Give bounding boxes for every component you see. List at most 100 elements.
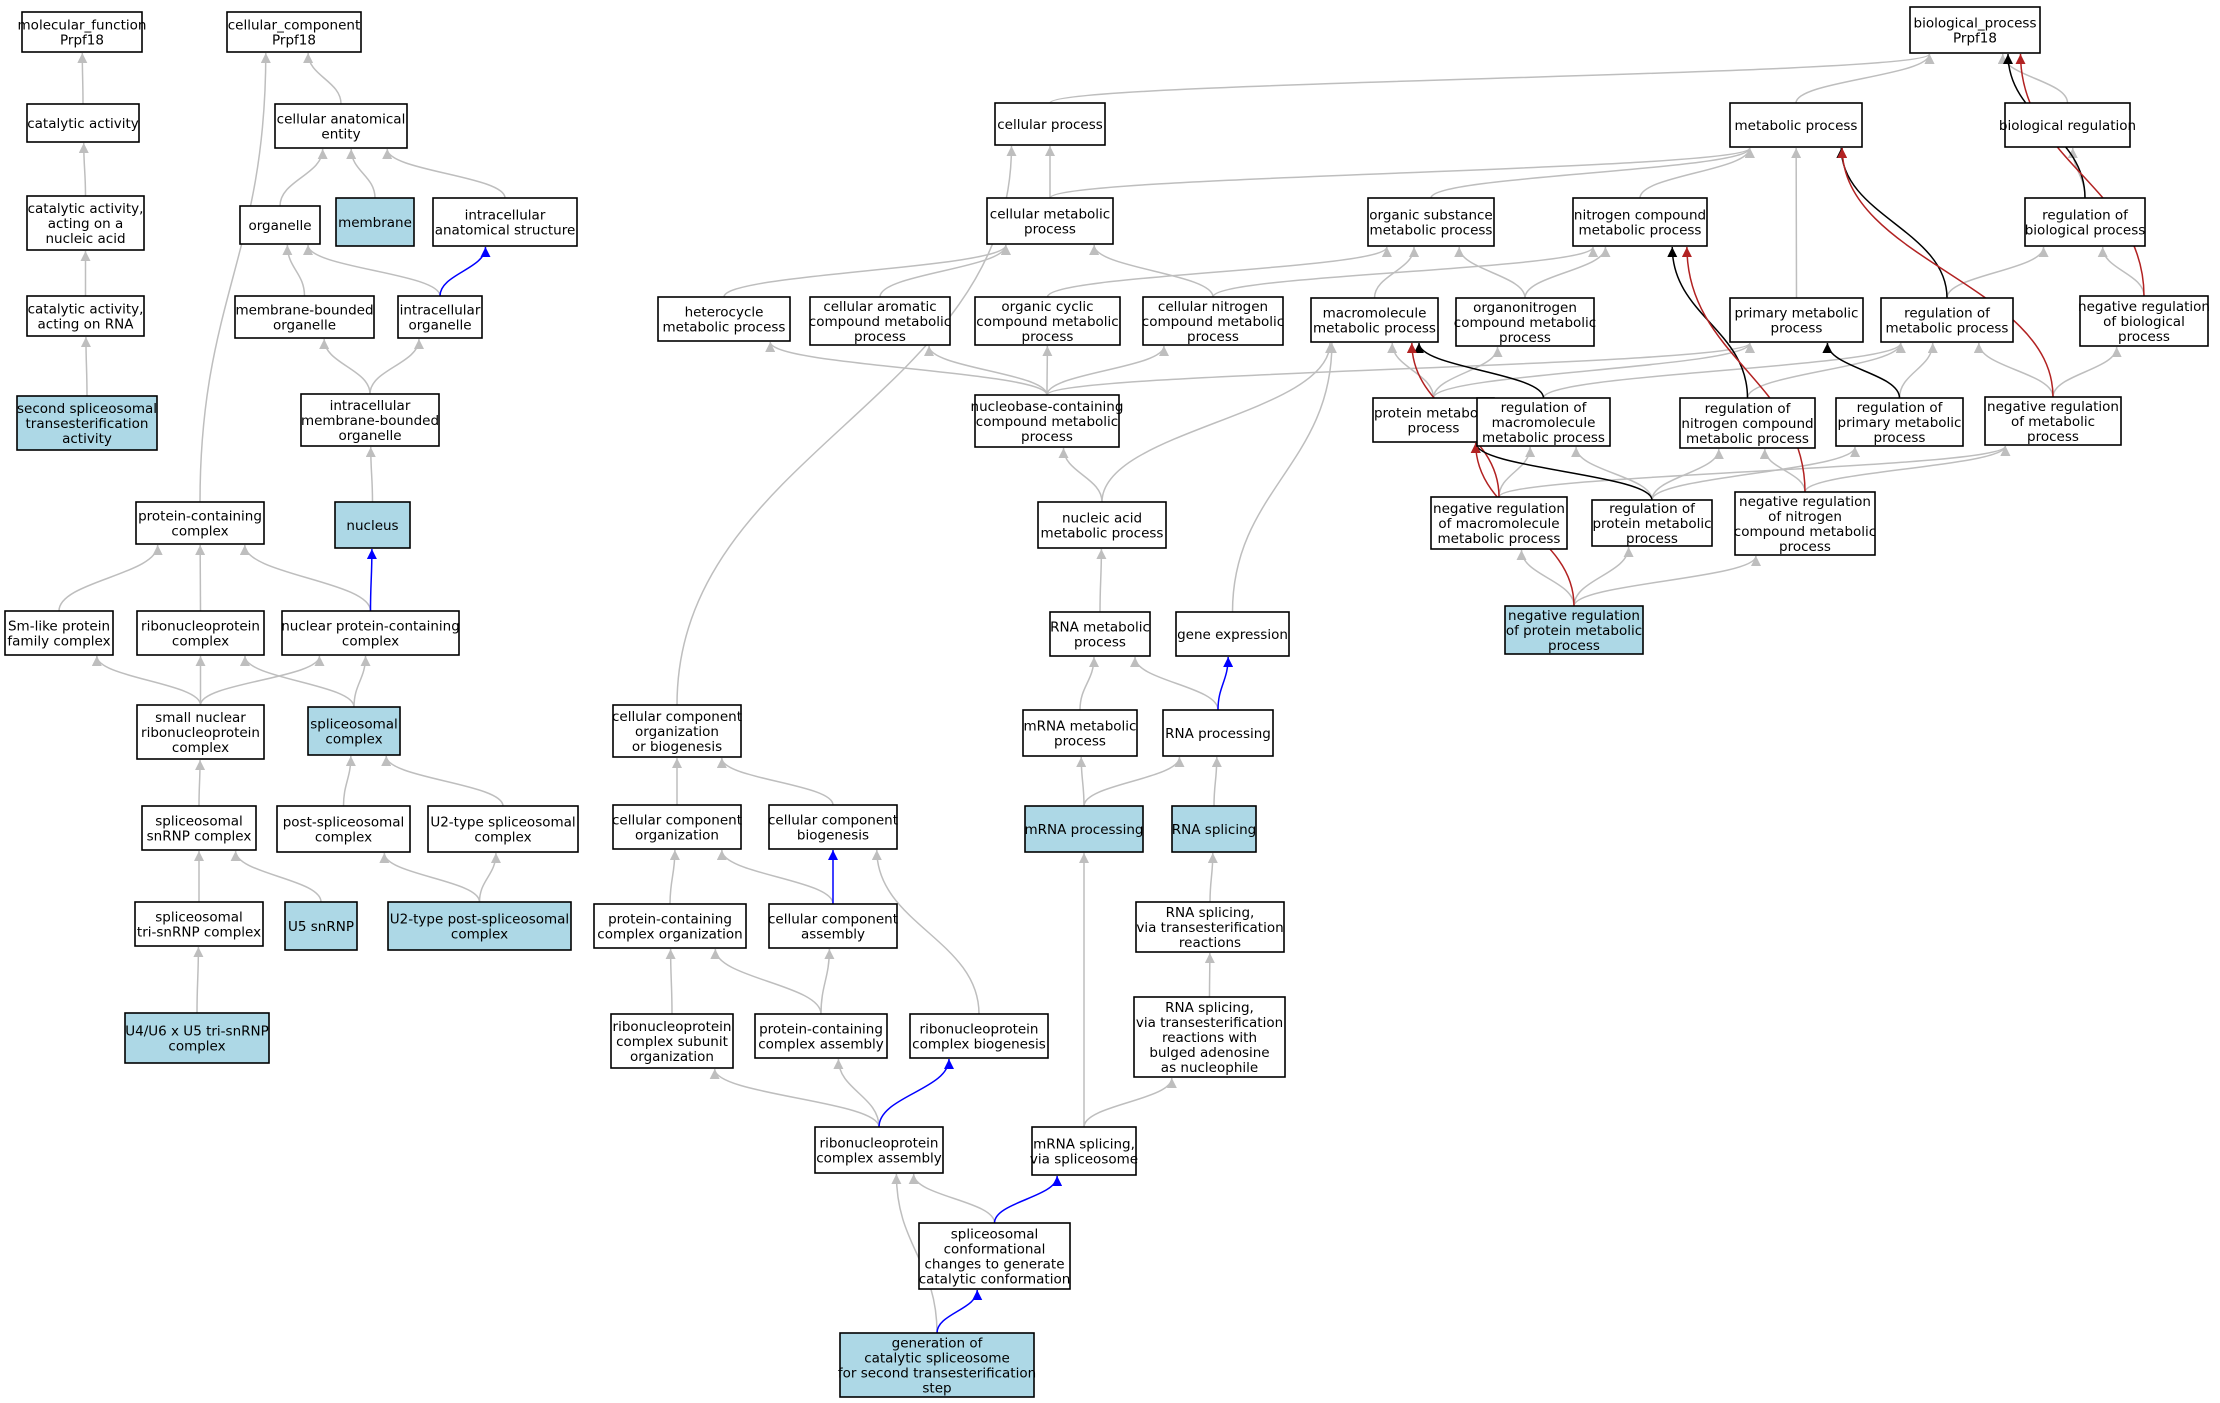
- edge-is-a-rna-metabolic-to-nucleic-acid: [1096, 548, 1107, 613]
- go-term-cellular-process[interactable]: cellular process: [994, 102, 1106, 146]
- edge-part-of-rna-processing-to-gene-expression: [1217, 656, 1234, 711]
- term-label-line: spliceosomal: [310, 717, 398, 733]
- term-label-line: cellular_component: [228, 18, 360, 34]
- edge-is-a-spliceosomal-snrnp-to-snrnp-complex: [195, 759, 206, 807]
- go-term-metabolic-process[interactable]: metabolic process: [1729, 102, 1863, 148]
- term-label-line: activity: [62, 431, 112, 447]
- term-box: [1367, 197, 1495, 247]
- go-term-gene-expression[interactable]: gene expression: [1175, 611, 1290, 657]
- go-term-rna-splicing-bulged[interactable]: RNA splicing,via transesterificationreac…: [1133, 996, 1286, 1078]
- term-label-line: ribonucleoprotein: [820, 1136, 939, 1152]
- go-term-nucleus[interactable]: nucleus: [334, 501, 411, 549]
- edge-is-a-heterocycle-to-cellular-metabolic: [723, 244, 1011, 298]
- go-term-second-spliceosomal[interactable]: second spliceosomaltransesterificationac…: [16, 395, 158, 451]
- term-label-line: complex: [171, 524, 228, 540]
- term-label-line: RNA metabolic: [1050, 620, 1150, 636]
- term-box: [909, 1013, 1049, 1059]
- edge-is-a-cellular-nitrogen-to-cellular-metabolic: [1089, 244, 1214, 298]
- go-term-biological-regulation[interactable]: biological regulation: [1999, 102, 2136, 148]
- edge-is-a-rnp-assembly-to-rnp-subunit-org: [709, 1068, 880, 1128]
- go-term-catalytic-activity[interactable]: catalytic activity: [26, 103, 140, 143]
- go-term-organelle[interactable]: organelle: [239, 205, 321, 245]
- go-term-membrane[interactable]: membrane: [335, 197, 415, 247]
- term-label-line: of macromolecule: [1438, 516, 1559, 532]
- term-label-line: nucleus: [346, 518, 398, 534]
- term-label-line: compound metabolic: [976, 314, 1118, 330]
- go-term-rna-splicing[interactable]: RNA splicing: [1171, 805, 1257, 853]
- go-term-mrna-splicing[interactable]: mRNA splicing,via spliceosome: [1030, 1126, 1138, 1176]
- go-term-rna-processing[interactable]: RNA processing: [1162, 709, 1274, 757]
- term-label-line: molecular_function: [18, 18, 147, 34]
- edge-is-a-organic-cyclic-to-organic-substance: [1046, 246, 1392, 298]
- term-label-line: cellular nitrogen: [1158, 299, 1268, 315]
- term-label-line: metabolic process: [1735, 118, 1858, 134]
- edge-is-a-spliceosomal-complex-to-nuclear-pcc: [353, 655, 371, 708]
- go-term-mrna-processing[interactable]: mRNA processing: [1024, 805, 1144, 853]
- go-term-rna-splicing-trans[interactable]: RNA splicing,via transesterificationreac…: [1135, 901, 1285, 953]
- edge-is-a-negative-regulation-bp-to-regulation-bp: [2097, 246, 2145, 297]
- go-term-catalytic-rna[interactable]: catalytic activity,acting on RNA: [26, 295, 145, 337]
- term-label-line: of metabolic: [2011, 414, 2095, 430]
- edge-is-a-reg-protein-metabolic-to-reg-macromolecule: [1571, 446, 1653, 501]
- go-term-u5-snrnp[interactable]: U5 snRNP: [284, 901, 358, 951]
